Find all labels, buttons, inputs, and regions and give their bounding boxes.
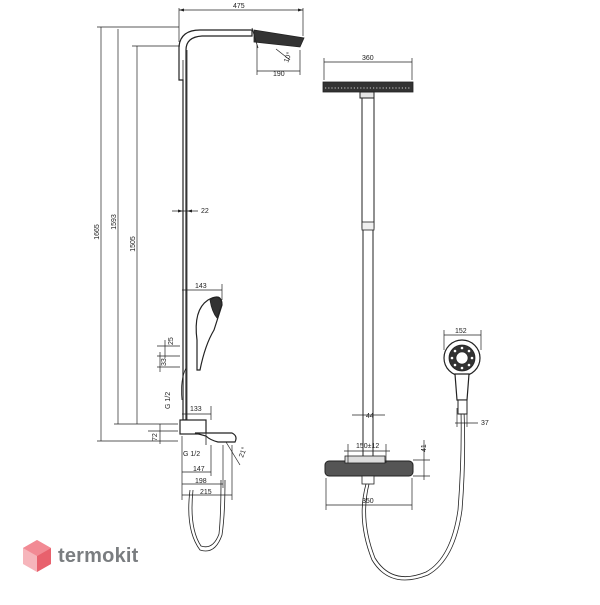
dim-thread-upper: G 1/2 [165, 392, 172, 409]
thermostat-shelf [344, 455, 386, 464]
cube-logo-icon [23, 540, 51, 572]
hand-shower-front: 152 37 [443, 328, 489, 427]
dim-centers: 150±12 [356, 443, 379, 450]
dim-head-angle: 10° [282, 51, 293, 64]
hose-front [361, 409, 466, 581]
hand-shower-face [209, 296, 223, 319]
bath-outlet-front [361, 475, 375, 485]
dim-handle: 37 [481, 420, 489, 427]
hose-bottom-loop-inner [191, 479, 222, 548]
dim-spout-147: 147 [193, 466, 205, 473]
bath-spout [194, 432, 237, 443]
overhead-arm [178, 29, 253, 421]
dim-small-33: 33 [161, 358, 168, 366]
dim-height-mid: 1593 [111, 214, 118, 230]
hand-shower-handle [454, 373, 470, 401]
thermostat-body-side [179, 419, 207, 435]
head-shower-side [253, 29, 305, 48]
dim-hand-reach: 143 [195, 283, 207, 290]
dim-small-72: 72 [152, 433, 159, 441]
dim-height-total: 1665 [94, 224, 101, 240]
dim-body-133: 133 [190, 406, 202, 413]
dim-head-diameter: 190 [273, 71, 285, 78]
dim-body-width: 350 [362, 498, 374, 505]
head-shower-joint-front [359, 91, 375, 99]
dim-spout-198: 198 [195, 478, 207, 485]
dim-body-41: 41 [421, 444, 428, 452]
dim-pipe-44: 44 [366, 413, 374, 420]
riser-upper-front [361, 97, 375, 229]
dim-pipe: 22 [201, 208, 209, 215]
brand-name: termokit [58, 544, 139, 567]
dim-top-width: 475 [233, 3, 245, 10]
dim-thread-lower: G 1/2 [183, 451, 200, 458]
hand-shower-connector [457, 399, 468, 415]
dim-small-25: 25 [168, 337, 175, 345]
head-shower-joint [251, 27, 259, 49]
dim-hand-diameter: 152 [455, 328, 467, 335]
hose-bottom-loop [188, 479, 226, 552]
riser-lower-front [362, 227, 374, 461]
head-shower-front [322, 81, 414, 93]
brand-watermark: termokit [22, 536, 139, 576]
hose-side [181, 367, 187, 401]
side-view: 475 190 10° 1665 1593 1505 22 143 [94, 3, 305, 552]
dim-spout-215: 215 [200, 489, 212, 496]
dim-height-low: 1505 [130, 236, 137, 252]
front-view: 360 44 150±12 41 350 [322, 55, 466, 581]
dim-head-width: 360 [362, 55, 374, 62]
dim-angle-21: 21° [237, 446, 248, 459]
